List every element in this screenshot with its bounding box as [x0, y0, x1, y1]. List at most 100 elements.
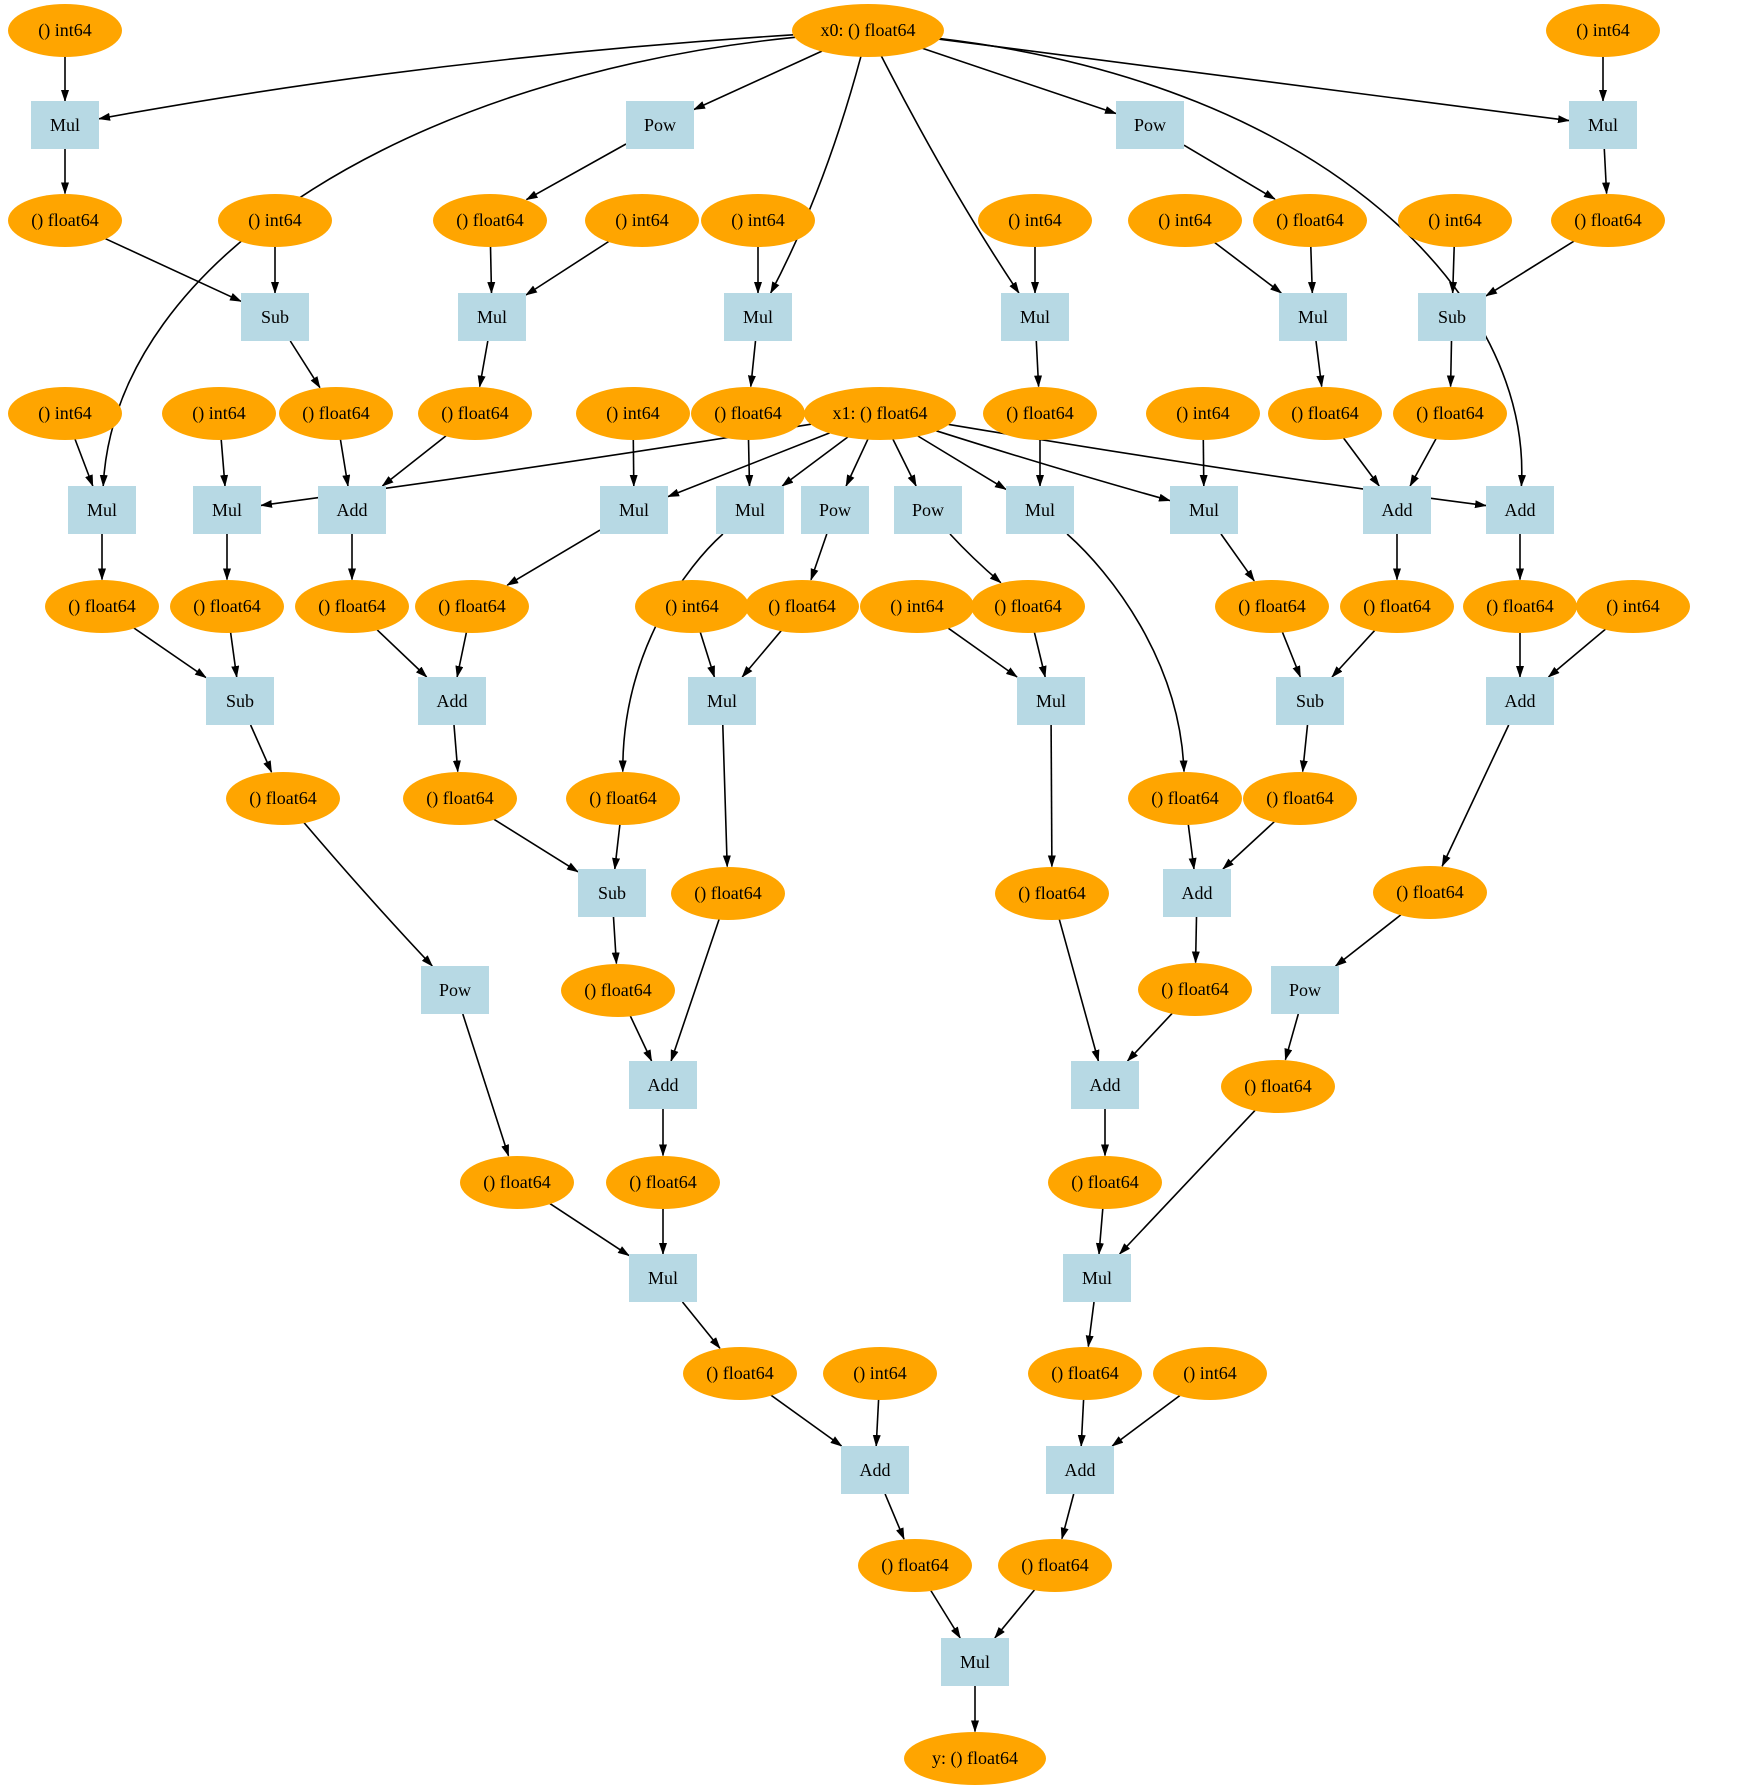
value-float64-node: () float64: [1551, 193, 1665, 247]
edge-p02-to-d06: [525, 143, 627, 201]
value-float64-node: () float64: [998, 1538, 1112, 1592]
edge-d29-to-p24: [699, 631, 716, 678]
edge-d41-to-p29: [1222, 821, 1275, 870]
edge-p36-to-d55: [884, 1493, 905, 1540]
edge-p27-to-d44: [1441, 724, 1510, 868]
edge-p25-to-d43: [1047, 724, 1056, 868]
input-x1-node-label: x1: () float64: [832, 403, 928, 423]
edge-d36-to-p27: [1547, 628, 1606, 678]
edge-d15-to-p12: [220, 439, 229, 487]
edge-d24-to-p20: [1409, 438, 1437, 487]
edge-d02-to-p01: [98, 34, 794, 121]
op-add-node: Add: [1071, 1061, 1139, 1109]
edge-p09-to-d23: [1315, 340, 1325, 388]
input-x0-node-label: x0: () float64: [820, 20, 916, 40]
edge-d37-to-p30: [303, 822, 433, 967]
const-int64-node: () int64: [978, 193, 1092, 247]
const-int64-node: () int64: [635, 579, 749, 633]
value-float64-node-label: () float64: [249, 788, 317, 808]
op-pow-node: Pow: [894, 486, 962, 534]
op-add-node: Add: [841, 1446, 909, 1494]
const-int64-node: () int64: [1128, 193, 1242, 247]
op-mul-node-label: Mul: [647, 1268, 678, 1288]
value-float64-node-label: () float64: [1291, 403, 1359, 423]
edge-d43-to-p33: [1058, 919, 1100, 1062]
value-float64-node-label: () float64: [318, 596, 386, 616]
value-float64-node: () float64: [226, 771, 340, 825]
op-mul-node: Mul: [1063, 1254, 1131, 1302]
value-float64-node: () float64: [691, 386, 805, 440]
op-add-node-label: Add: [1064, 1460, 1096, 1480]
op-mul-node-label: Mul: [1587, 115, 1618, 135]
op-mul-node-label: Mul: [1081, 1268, 1112, 1288]
value-float64-node-label: () float64: [1021, 1555, 1089, 1575]
edge-d25-to-p22: [133, 627, 207, 679]
value-float64-node-label: () float64: [629, 1172, 697, 1192]
op-add-node: Add: [1046, 1446, 1114, 1494]
edge-p28-to-d45: [611, 916, 620, 965]
const-int64-node-label: () int64: [615, 210, 669, 230]
const-int64-node: () int64: [1398, 193, 1512, 247]
value-float64-node-label: () float64: [1244, 1076, 1312, 1096]
value-float64-node: () float64: [1221, 1059, 1335, 1113]
op-add-node: Add: [1163, 869, 1231, 917]
op-add-node: Add: [1486, 486, 1554, 534]
op-mul-node-label: Mul: [476, 307, 507, 327]
edge-p14-to-d28: [506, 529, 601, 586]
op-mul-node: Mul: [1001, 293, 1069, 341]
value-float64-node: () float64: [460, 1155, 574, 1209]
edge-d02-to-p03: [922, 47, 1117, 115]
const-int64-node-label: () int64: [1428, 210, 1482, 230]
const-int64-node-label: () int64: [248, 210, 302, 230]
edge-d12-to-p10: [1449, 246, 1458, 294]
value-float64-node-label: () float64: [193, 596, 261, 616]
value-float64-node: () float64: [745, 579, 859, 633]
const-int64-node: () int64: [218, 193, 332, 247]
edge-d02-to-p07: [769, 56, 862, 294]
value-float64-node: () float64: [1373, 865, 1487, 919]
edge-p06-to-d17: [477, 340, 489, 388]
edge-p23-to-d38: [452, 724, 461, 773]
edge-d48-to-p34: [549, 1202, 630, 1257]
value-float64-node: () float64: [403, 771, 517, 825]
edge-p19-to-d33: [1220, 533, 1255, 582]
op-mul-node-label: Mul: [742, 307, 773, 327]
const-int64-node-label: () int64: [1176, 403, 1230, 423]
edge-p05-to-d16: [289, 340, 321, 389]
value-float64-node-label: () float64: [1276, 210, 1344, 230]
value-float64-node-label: () float64: [31, 210, 99, 230]
const-int64-node-label: () int64: [890, 596, 944, 616]
op-add-node-label: Add: [436, 691, 468, 711]
value-float64-node: () float64: [858, 1538, 972, 1592]
value-float64-node-label: () float64: [426, 788, 494, 808]
op-mul-node: Mul: [1006, 486, 1074, 534]
op-add-node-label: Add: [1504, 691, 1536, 711]
op-pow-node-label: Pow: [1133, 115, 1166, 135]
value-float64-node-label: () float64: [1238, 596, 1306, 616]
op-add-node-label: Add: [1381, 500, 1413, 520]
edge-d10-to-p09: [1214, 241, 1283, 294]
input-x0-node: x0: () float64: [792, 3, 944, 57]
value-float64-node: () float64: [1048, 1155, 1162, 1209]
output-y-node: y: () float64: [904, 1731, 1046, 1785]
const-int64-node-label: () int64: [606, 403, 660, 423]
value-float64-node-label: () float64: [881, 1555, 949, 1575]
op-pow-node: Pow: [801, 486, 869, 534]
const-int64-node: () int64: [701, 193, 815, 247]
edge-d28-to-p23: [455, 632, 468, 678]
value-float64-node: () float64: [971, 579, 1085, 633]
edge-d19-to-p15: [745, 439, 754, 487]
op-mul-node-label: Mul: [706, 691, 737, 711]
edge-p03-to-d11: [1183, 144, 1276, 200]
edge-d42-to-p32: [670, 918, 720, 1062]
value-float64-node: () float64: [983, 386, 1097, 440]
value-float64-node: () float64: [683, 1346, 797, 1400]
value-float64-node-label: () float64: [483, 1172, 551, 1192]
op-mul-node: Mul: [716, 486, 784, 534]
edge-d39-to-p28: [612, 824, 621, 870]
edge-d50-to-p35: [1095, 1208, 1104, 1255]
op-pow-node: Pow: [1116, 101, 1184, 149]
op-add-node: Add: [418, 677, 486, 725]
op-pow-node: Pow: [626, 101, 694, 149]
